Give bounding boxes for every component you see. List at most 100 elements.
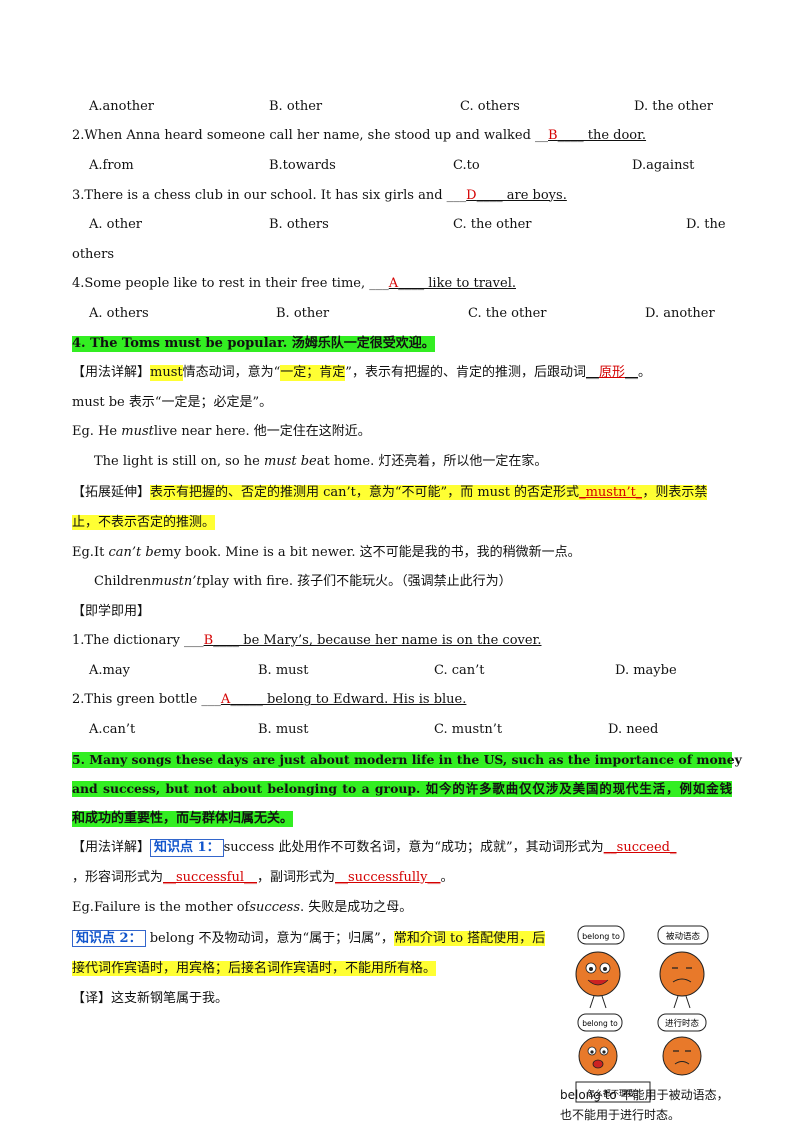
s5-eg-c: . 失败是成功之母。 [300,899,413,915]
bubble-2: 被动语态 [666,931,701,942]
section-5-heading-3: 和成功的重要性，而与群体归属无关。 [72,810,294,827]
eg4-b: mustn’t [151,574,202,590]
k1-end: 。 [440,870,454,886]
eg3-b: can’t be [108,544,162,560]
bubble-1: belong to [582,932,620,941]
section-5-example: Eg.Failure is the mother of success. 失败是… [72,893,732,923]
section-4-example-2: The light is still on, so he must be at … [72,447,732,477]
section-5-title-line-2: and success, but not about belonging to … [72,774,732,804]
k1-text: success 此处用作不可数名词，意为“成功；成就”，其动词形式为 [223,840,604,856]
eg1-c: live near here. 他一定住在这附近。 [153,424,371,440]
q1-option-c: C. others [460,98,520,114]
p2-option-b: B. must [258,722,309,738]
q1-options: A.another B. other C. others D. the othe… [72,92,732,122]
s5-eg-b: success [249,899,301,915]
usage-end: 。 [637,365,651,381]
p2-option-d: D. need [608,722,659,738]
section-5-knowledge-1-cont: ，形容词形式为__successful__，副词形式为__successfull… [72,863,732,893]
section-4-example-4: Children mustn’t play with fire. 孩子们不能玩火… [72,567,732,597]
cartoon-figure-4: 进行时态 [657,1013,707,1076]
q3-option-b: B. others [269,217,329,233]
p1-text-end: ____ be Mary’s, because her name is on t… [213,633,542,649]
p2-option-a: A.can’t [89,722,136,738]
usage-text-1: 情态动词，意为“ [182,365,281,381]
q3-option-a: A. other [89,217,142,233]
section-4-heading: 4. The Toms must be popular. 汤姆乐队一定很受欢迎。 [72,335,435,352]
practice-1-options: A.may B. must C. can’t D. maybe [72,656,732,686]
extension-text: 表示有把握的、否定的推测用 can’t，意为“不可能”，而 must 的否定形式 [150,484,580,500]
eg1-b: must [121,424,154,440]
section-5-knowledge-1: 【用法详解】知识点 1： success 此处用作不可数名词，意为“成功；成就”… [72,834,732,864]
section-5-heading-2: and success, but not about belonging to … [72,781,732,798]
q3-text-end: ____ are boys. [476,187,567,203]
q3-option-d-cont-text: others [72,246,115,262]
eg2-a: The light is still on, so he [94,453,260,469]
section-4-must-be: must be 表示“一定是；必定是”。 [72,388,732,418]
cartoon-illustration: belong to 被动语态 belong to 进行时态 怎么都不理我? [575,925,709,1103]
s5-eg-a: Eg.Failure is the mother of [72,899,250,915]
bubble-4: 进行时态 [665,1018,700,1029]
section-4-title: 4. The Toms must be popular. 汤姆乐队一定很受欢迎。 [72,329,732,359]
k1-verb-answer: __succeed_ [603,840,677,856]
practice-tag: 【即学即用】 [72,603,151,619]
eg3-a: Eg.It [72,544,105,560]
usage-must: must [150,365,183,382]
practice-1-question: 1.The dictionary ___B____ be Mary’s, bec… [72,627,732,657]
eg4-c: play with fire. 孩子们不能玩火。（强调禁止此行为） [201,574,512,590]
extension-tag: 【拓展延伸】 [72,484,151,500]
q4-answer: A [388,276,399,292]
document-body: A.another B. other C. others D. the othe… [72,92,742,1014]
eg3-c: my book. Mine is a bit newer. 这不可能是我的书，我… [161,544,581,560]
q1-option-b: B. other [269,98,323,114]
q1-option-a: A.another [89,98,154,114]
q2-question: 2.When Anna heard someone call her name,… [72,122,732,152]
k2-highlight-1: 常和介词 to 搭配使 [393,931,507,947]
extension-blank: _mustn’t_ [579,484,643,500]
q4-text-end: ____ like to travel. [398,276,516,292]
q2-option-a: A.from [89,157,134,173]
section-5-title-line-3: 和成功的重要性，而与群体归属无关。 [72,804,732,834]
p1-option-c: C. can’t [434,662,485,678]
usage-tag: 【用法详解】 [72,365,151,381]
practice-2-options: A.can’t B. must C. mustn’t D. need [72,715,732,745]
p2-option-c: C. mustn’t [434,722,503,738]
practice-2-question: 2.This green bottle ___A_____ belong to … [72,686,732,716]
q4-options: A. others B. other C. the other D. anoth… [72,299,732,329]
section-4-extension: 【拓展延伸】表示有把握的、否定的推测用 can’t，意为“不可能”，而 must… [72,477,732,538]
cartoon-speech-box: 怎么都不理我? [575,1081,651,1103]
q4-text: 4.Some people like to rest in their free… [72,276,389,292]
q3-option-d-continued: others [72,240,732,270]
eg2-c: at home. 灯还亮着，所以他一定在家。 [316,453,548,469]
section-4-example-3: Eg.It can’t be my book. Mine is a bit ne… [72,538,732,568]
must-be-text: must be 表示“一定是；必定是”。 [72,394,273,410]
eg2-b: must be [264,453,317,469]
q3-options: A. other B. others C. the other D. the [72,210,732,240]
p1-option-d: D. maybe [615,662,677,678]
q2-option-b: B.towards [269,157,336,173]
k1-adv-answer: __successfully__ [335,870,441,886]
eg1-a: Eg. He [72,424,118,440]
q2-text: 2.When Anna heard someone call her name,… [72,128,549,144]
cartoon-figure-1: belong to [575,925,625,1009]
k1-tag: 【用法详解】 [72,840,151,856]
knowledge-point-2-box: 知识点 2： [72,930,146,948]
section-5-knowledge-2: 知识点 2： belong 不及物动词，意为“属于；归属”，常和介词 to 搭配… [72,922,550,984]
usage-highlight-meaning: 一定；肯定 [280,365,346,382]
k2-text: belong 不及物动词，意为“属于；归属”， [145,931,394,947]
usage-blank-pre: __ [585,365,599,381]
bubble-5: 怎么都不理我? [587,1088,639,1098]
q2-option-d: D.against [632,157,695,173]
usage-text-2: ”，表示有把握的、肯定的推测，后跟动词 [345,365,586,381]
translate-text: 【译】这支新钢笔属于我。 [72,991,229,1007]
k1-adv-label: ，副词形式为 [257,870,336,886]
q3-option-d: D. the [686,217,726,233]
k1-adj-label: ，形容词形式为 [72,870,164,886]
q3-answer: D [466,187,477,203]
practice-heading: 【即学即用】 [72,597,732,627]
q1-option-d: D. the other [634,98,713,114]
cartoon-caption: belong to 不能用于被动语态， 也不能用于进行时态。 [560,1085,729,1125]
p2-text-end: _____ belong to Edward. His is blue. [230,692,467,708]
p1-option-a: A.may [89,662,130,678]
p1-text: 1.The dictionary ___ [72,633,204,649]
